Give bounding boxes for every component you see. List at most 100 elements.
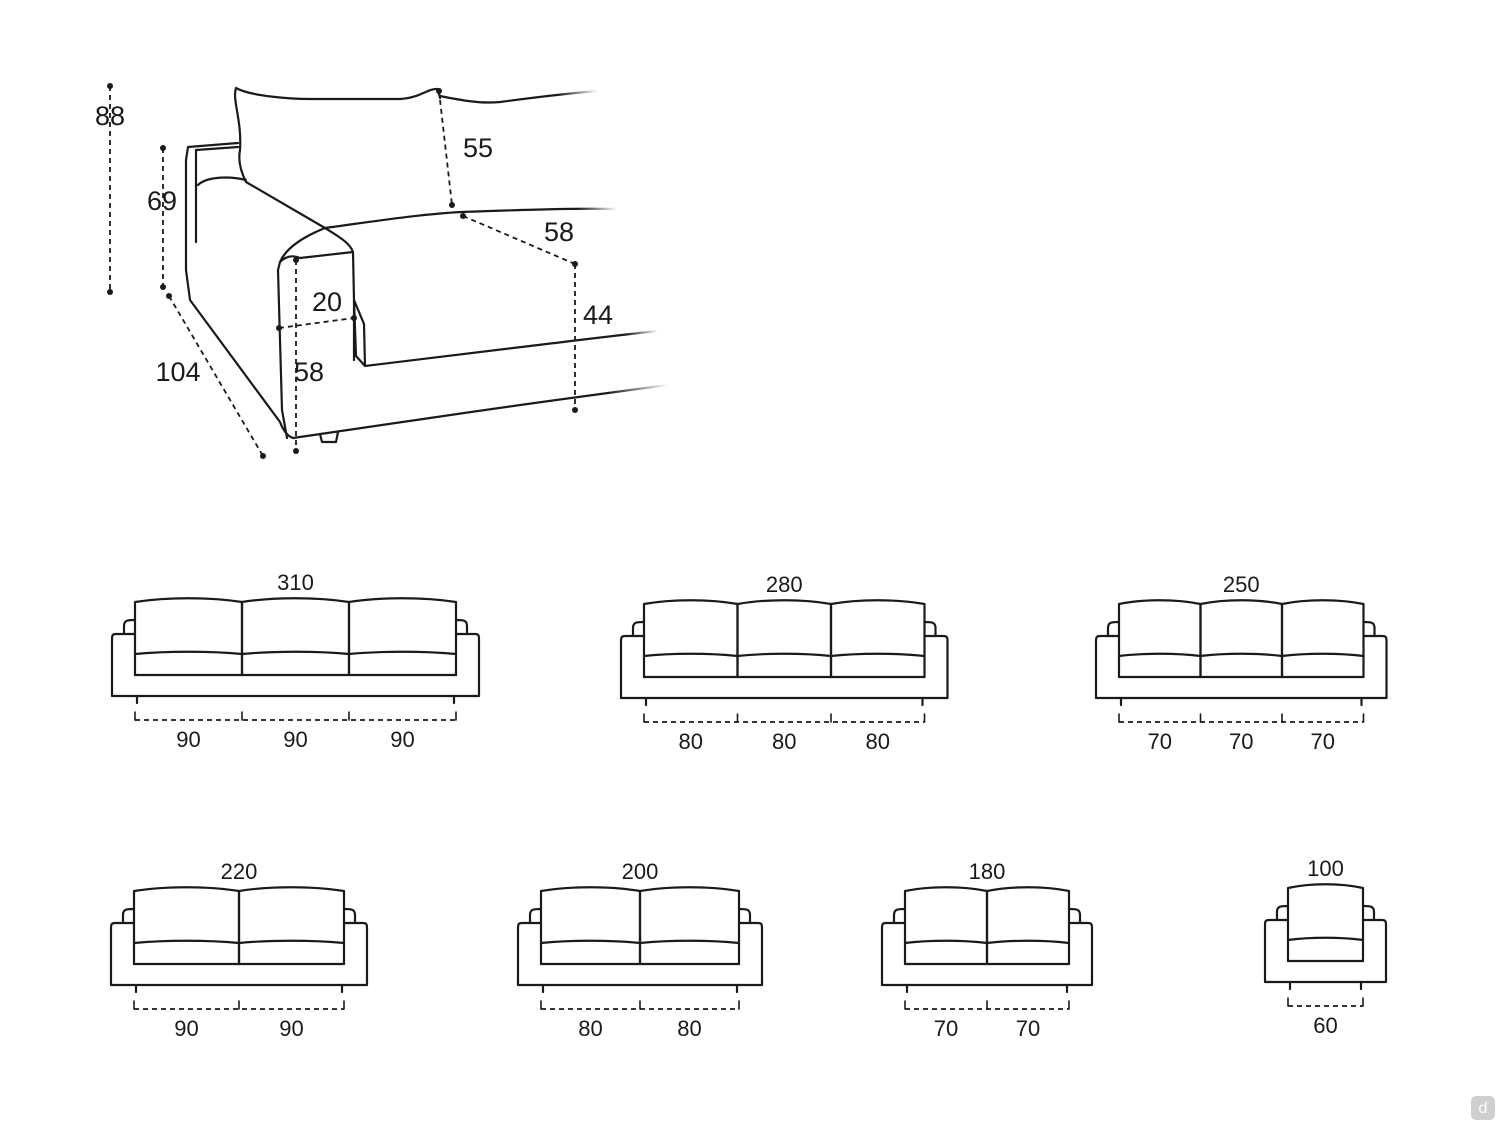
- back-cushion: [539, 886, 642, 945]
- base-front-fade: [428, 383, 670, 420]
- right-arm-tab: [737, 907, 752, 925]
- seat-cushion: [1117, 652, 1202, 679]
- seat-cushion: [1280, 652, 1365, 679]
- seat-module-width-label: 70: [1311, 729, 1335, 754]
- label-arm-front-height: 58: [294, 357, 324, 387]
- total-width-label: 180: [969, 859, 1006, 884]
- seat-module-width-label: 90: [174, 1016, 198, 1041]
- left-arm-tab: [122, 618, 137, 636]
- right-arm-tab: [342, 907, 357, 925]
- back-cushion: [1286, 883, 1365, 942]
- label-depth: 104: [155, 357, 200, 387]
- back-cushion: [240, 597, 351, 656]
- armchair-perspective-drawing: [184, 86, 670, 444]
- sofa-100: 60 100: [1263, 856, 1388, 1038]
- sofa-body: [880, 921, 1094, 987]
- left-arm-tab: [1275, 904, 1290, 922]
- seat-cushion-outline: [323, 210, 532, 368]
- total-width-label: 250: [1223, 572, 1260, 597]
- seat-cushion: [642, 652, 739, 679]
- seat-cushion: [638, 939, 741, 966]
- seat-cushion: [985, 939, 1071, 966]
- seat-module-width-label: 90: [176, 727, 200, 752]
- back-cushion: [1199, 599, 1284, 658]
- label-back-cushion-height: 55: [463, 133, 493, 163]
- seat-module-width-label: 70: [1016, 1016, 1040, 1041]
- sofa-180: 70 70 180: [880, 859, 1094, 1041]
- arm-back-outline: [184, 141, 295, 440]
- seat-module-width-label: 90: [390, 727, 414, 752]
- seat-cushion: [903, 939, 989, 966]
- label-seat-depth: 58: [544, 217, 574, 247]
- back-cushion: [237, 886, 346, 945]
- left-arm-tab: [1106, 620, 1121, 638]
- seat-module-width-label: 70: [934, 1016, 958, 1041]
- total-width-label: 100: [1307, 856, 1344, 881]
- sofa-310: 90 90 90 310: [110, 570, 481, 752]
- total-width-label: 200: [622, 859, 659, 884]
- seat-module-width-label: 80: [772, 729, 796, 754]
- seat-module-width-label: 80: [578, 1016, 602, 1041]
- total-width-label: 310: [277, 570, 314, 595]
- left-arm-tab: [528, 907, 543, 925]
- seat-module-width-label: 70: [1229, 729, 1253, 754]
- seat-cushion: [237, 939, 346, 966]
- seat-cushion: [1286, 936, 1365, 963]
- seat-front-fade: [528, 329, 660, 348]
- armchair-dimension-lines: [107, 83, 578, 459]
- label-seat-height: 44: [583, 300, 613, 330]
- seat-cushion: [736, 652, 833, 679]
- sofa-body: [516, 921, 764, 987]
- brand-watermark-icon: d: [1471, 1096, 1495, 1120]
- sofa-220: 90 90 220: [109, 859, 369, 1041]
- armchair-dimension-labels: 88 69 55 58 44 20 104 58: [95, 101, 613, 387]
- seat-module-width-label: 90: [279, 1016, 303, 1041]
- seat-cushion: [133, 650, 244, 677]
- total-width-label: 220: [221, 859, 258, 884]
- seat-module-width-label: 60: [1313, 1013, 1337, 1038]
- back-cushion: [132, 886, 241, 945]
- sofa-body: [619, 634, 949, 700]
- label-total-height: 88: [95, 101, 125, 131]
- seat-cushion: [132, 939, 241, 966]
- sofa-250: 70 70 70 250: [1094, 572, 1388, 754]
- seat-module-width-label: 70: [1148, 729, 1172, 754]
- back-cushion: [642, 599, 739, 658]
- seat-cushion: [829, 652, 926, 679]
- right-arm-tab: [454, 618, 469, 636]
- label-arm-height: 69: [147, 186, 177, 216]
- back-cushion: [1117, 599, 1202, 658]
- total-width-label: 280: [766, 572, 803, 597]
- sofa-280: 80 80 80 280: [619, 572, 949, 754]
- seat-cushion: [347, 650, 458, 677]
- seat-module-width-label: 90: [283, 727, 307, 752]
- sofa-body: [1263, 918, 1388, 984]
- seat-module-width-label: 80: [866, 729, 890, 754]
- back-cushion: [1280, 599, 1365, 658]
- seat-module-width-label: 80: [677, 1016, 701, 1041]
- sofa-body: [110, 632, 481, 698]
- seat-cushion: [1199, 652, 1284, 679]
- right-arm-tab: [1362, 620, 1376, 638]
- back-cushion: [347, 597, 458, 656]
- left-arm-tab: [892, 907, 907, 925]
- right-arm-tab: [1361, 904, 1376, 922]
- back-cushion: [133, 597, 244, 656]
- left-arm-tab: [631, 620, 646, 638]
- backrest-top-line: [438, 89, 600, 104]
- back-cushion: [903, 886, 989, 945]
- sofa-front-views: 90 90 90 310 80 80 80 280 70 70 70 250 90 90 220 80 80 20…: [109, 570, 1388, 1041]
- back-cushion: [638, 886, 741, 945]
- sofa-body: [109, 921, 369, 987]
- back-cushion: [985, 886, 1071, 945]
- seat-top-fade: [460, 207, 619, 214]
- back-cushion-outline: [234, 86, 442, 184]
- back-cushion: [829, 599, 926, 658]
- right-arm-tab: [923, 620, 937, 638]
- seat-cushion: [240, 650, 351, 677]
- back-cushion: [736, 599, 833, 658]
- seat-module-width-label: 80: [679, 729, 703, 754]
- seat-cushion: [539, 939, 642, 966]
- sofa-body: [1094, 634, 1388, 700]
